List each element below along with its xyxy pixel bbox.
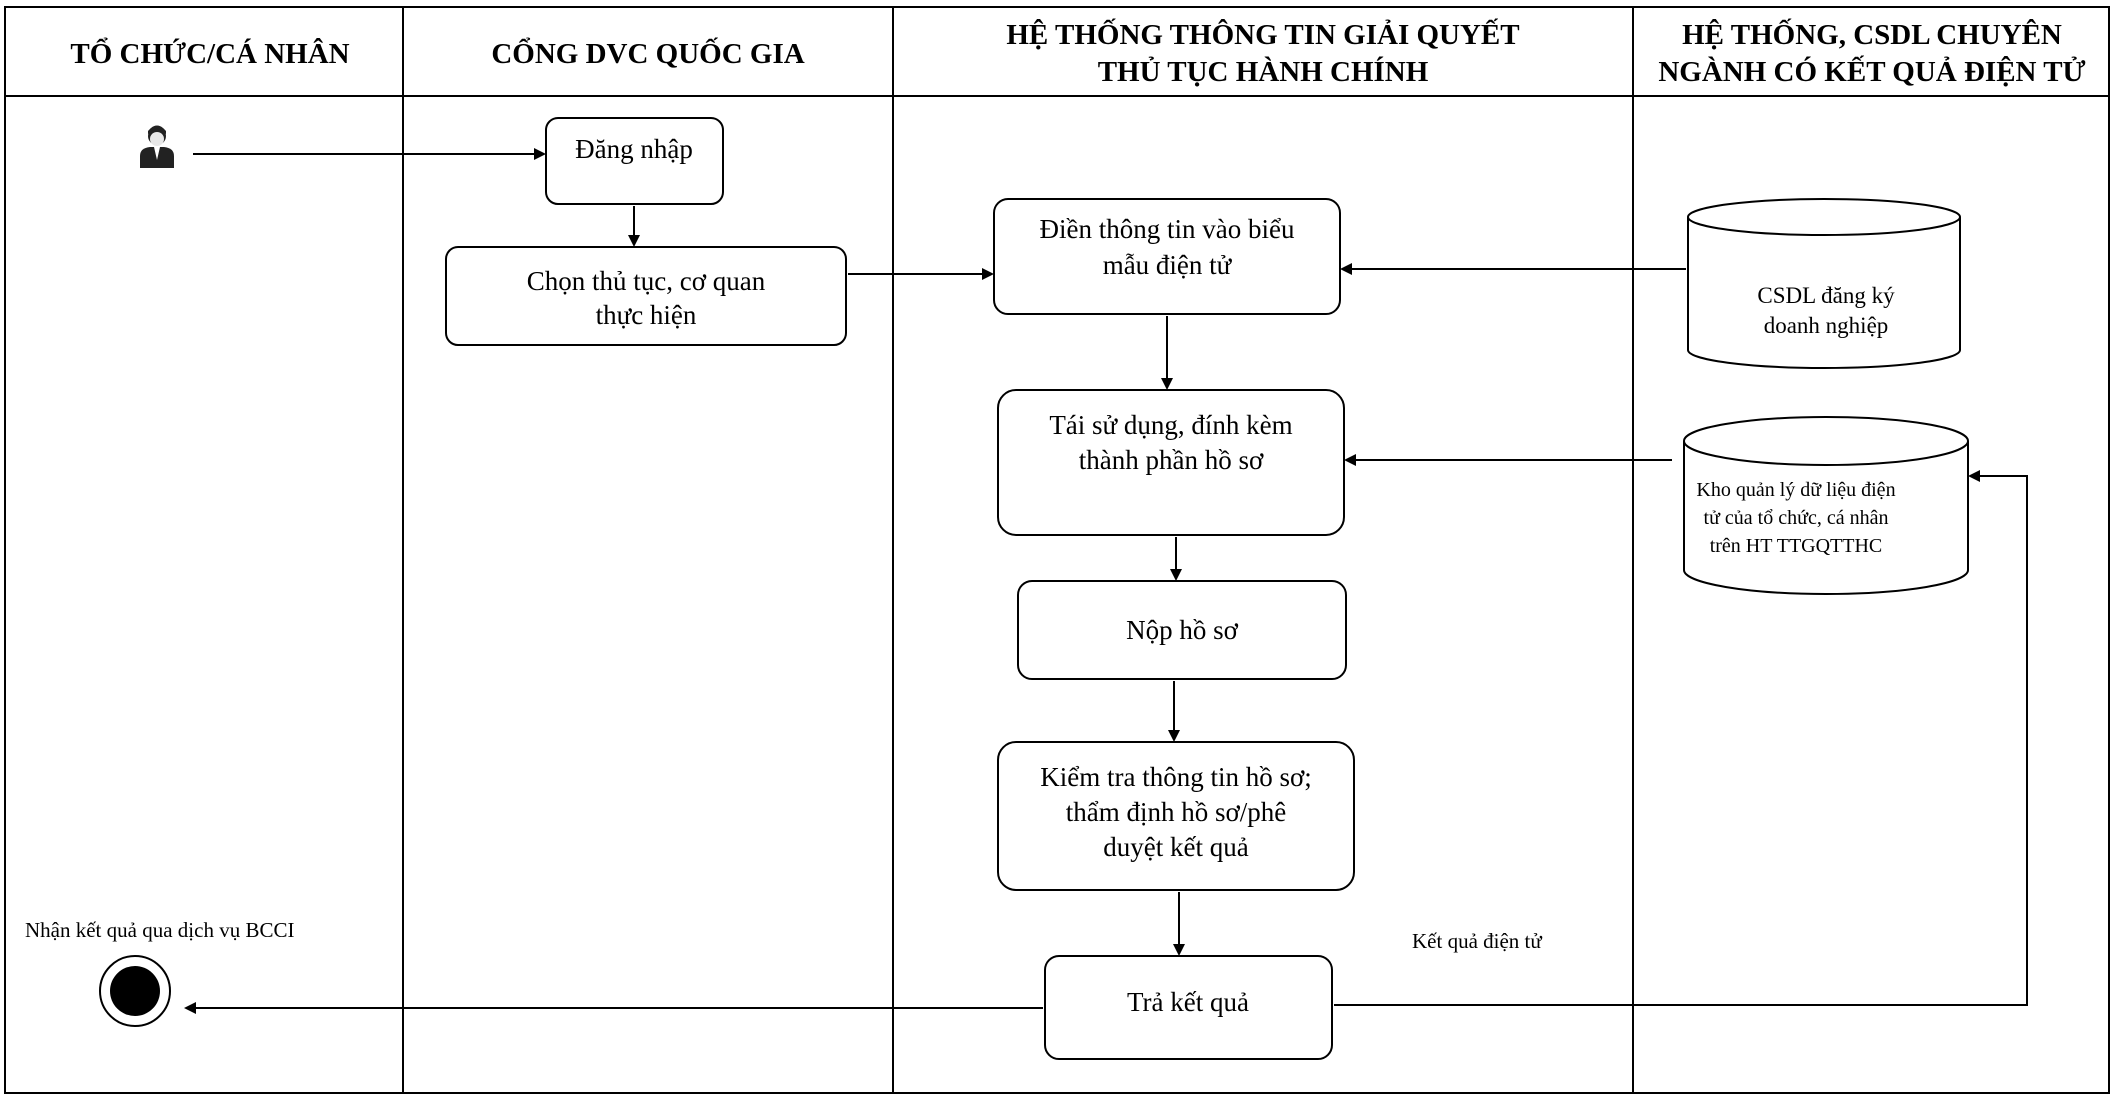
note-receive-bcci: Nhận kết quả qua dịch vụ BCCI: [25, 918, 294, 942]
lane-title-info-system-line1: HỆ THỐNG THÔNG TIN GIẢI QUYẾT: [1006, 17, 1519, 51]
lane-title-specialized-db-line2: NGÀNH CÓ KẾT QUẢ ĐIỆN TỬ: [1658, 54, 2085, 88]
database-store-label-3: trên HT TTGQTTHC: [1710, 535, 1883, 557]
step-return-label: Trả kết quả: [1127, 987, 1249, 1017]
step-submit-label: Nộp hồ sơ: [1126, 615, 1239, 645]
step-check-box: [997, 741, 1355, 891]
end-node-icon: [99, 955, 171, 1027]
step-submit-box: [1017, 580, 1347, 680]
step-check-label-2: thẩm định hồ sơ/phê: [1066, 797, 1287, 827]
step-fill-form-label-2: mẫu điện tử: [1103, 250, 1233, 280]
step-fill-form-label-1: Điền thông tin vào biểu: [1040, 214, 1295, 244]
lane-title-national-portal: CỔNG DVC QUỐC GIA: [491, 36, 804, 70]
step-choose-label-2: thực hiện: [596, 300, 697, 330]
step-choose-box: [445, 246, 847, 346]
step-check-label-1: Kiểm tra thông tin hồ sơ;: [1040, 762, 1312, 792]
database-business-label-1: CSDL đăng ký: [1757, 283, 1895, 308]
step-reuse-label-2: thành phần hồ sơ: [1079, 445, 1264, 475]
diagram-frame: [4, 6, 2110, 1094]
database-store-label-1: Kho quản lý dữ liệu điện: [1696, 479, 1895, 501]
step-login-box: [545, 117, 724, 205]
database-store-label-2: tử của tổ chức, cá nhân: [1704, 507, 1889, 529]
step-reuse-label-1: Tái sử dụng, đính kèm: [1049, 410, 1292, 440]
step-check-label-3: duyệt kết quả: [1103, 832, 1248, 862]
lane-title-organization: TỔ CHỨC/CÁ NHÂN: [70, 36, 349, 70]
step-fill-form-box: [993, 198, 1341, 315]
person-icon: [140, 125, 174, 168]
database-data-store: [1683, 416, 1969, 595]
step-return-box: [1044, 955, 1333, 1060]
lane-title-specialized-db-line1: HỆ THỐNG, CSDL CHUYÊN: [1682, 17, 2062, 51]
step-login-label: Đăng nhập: [575, 134, 693, 164]
note-electronic-result: Kết quả điện tử: [1412, 929, 1542, 953]
connector-return-to-store: [1334, 470, 2028, 1006]
lane-title-info-system-line2: THỦ TỤC HÀNH CHÍNH: [1098, 55, 1429, 88]
database-business-label-2: doanh nghiệp: [1764, 313, 1889, 338]
database-business-registration: [1687, 198, 1961, 369]
step-choose-label-1: Chọn thủ tục, cơ quan: [527, 266, 766, 296]
